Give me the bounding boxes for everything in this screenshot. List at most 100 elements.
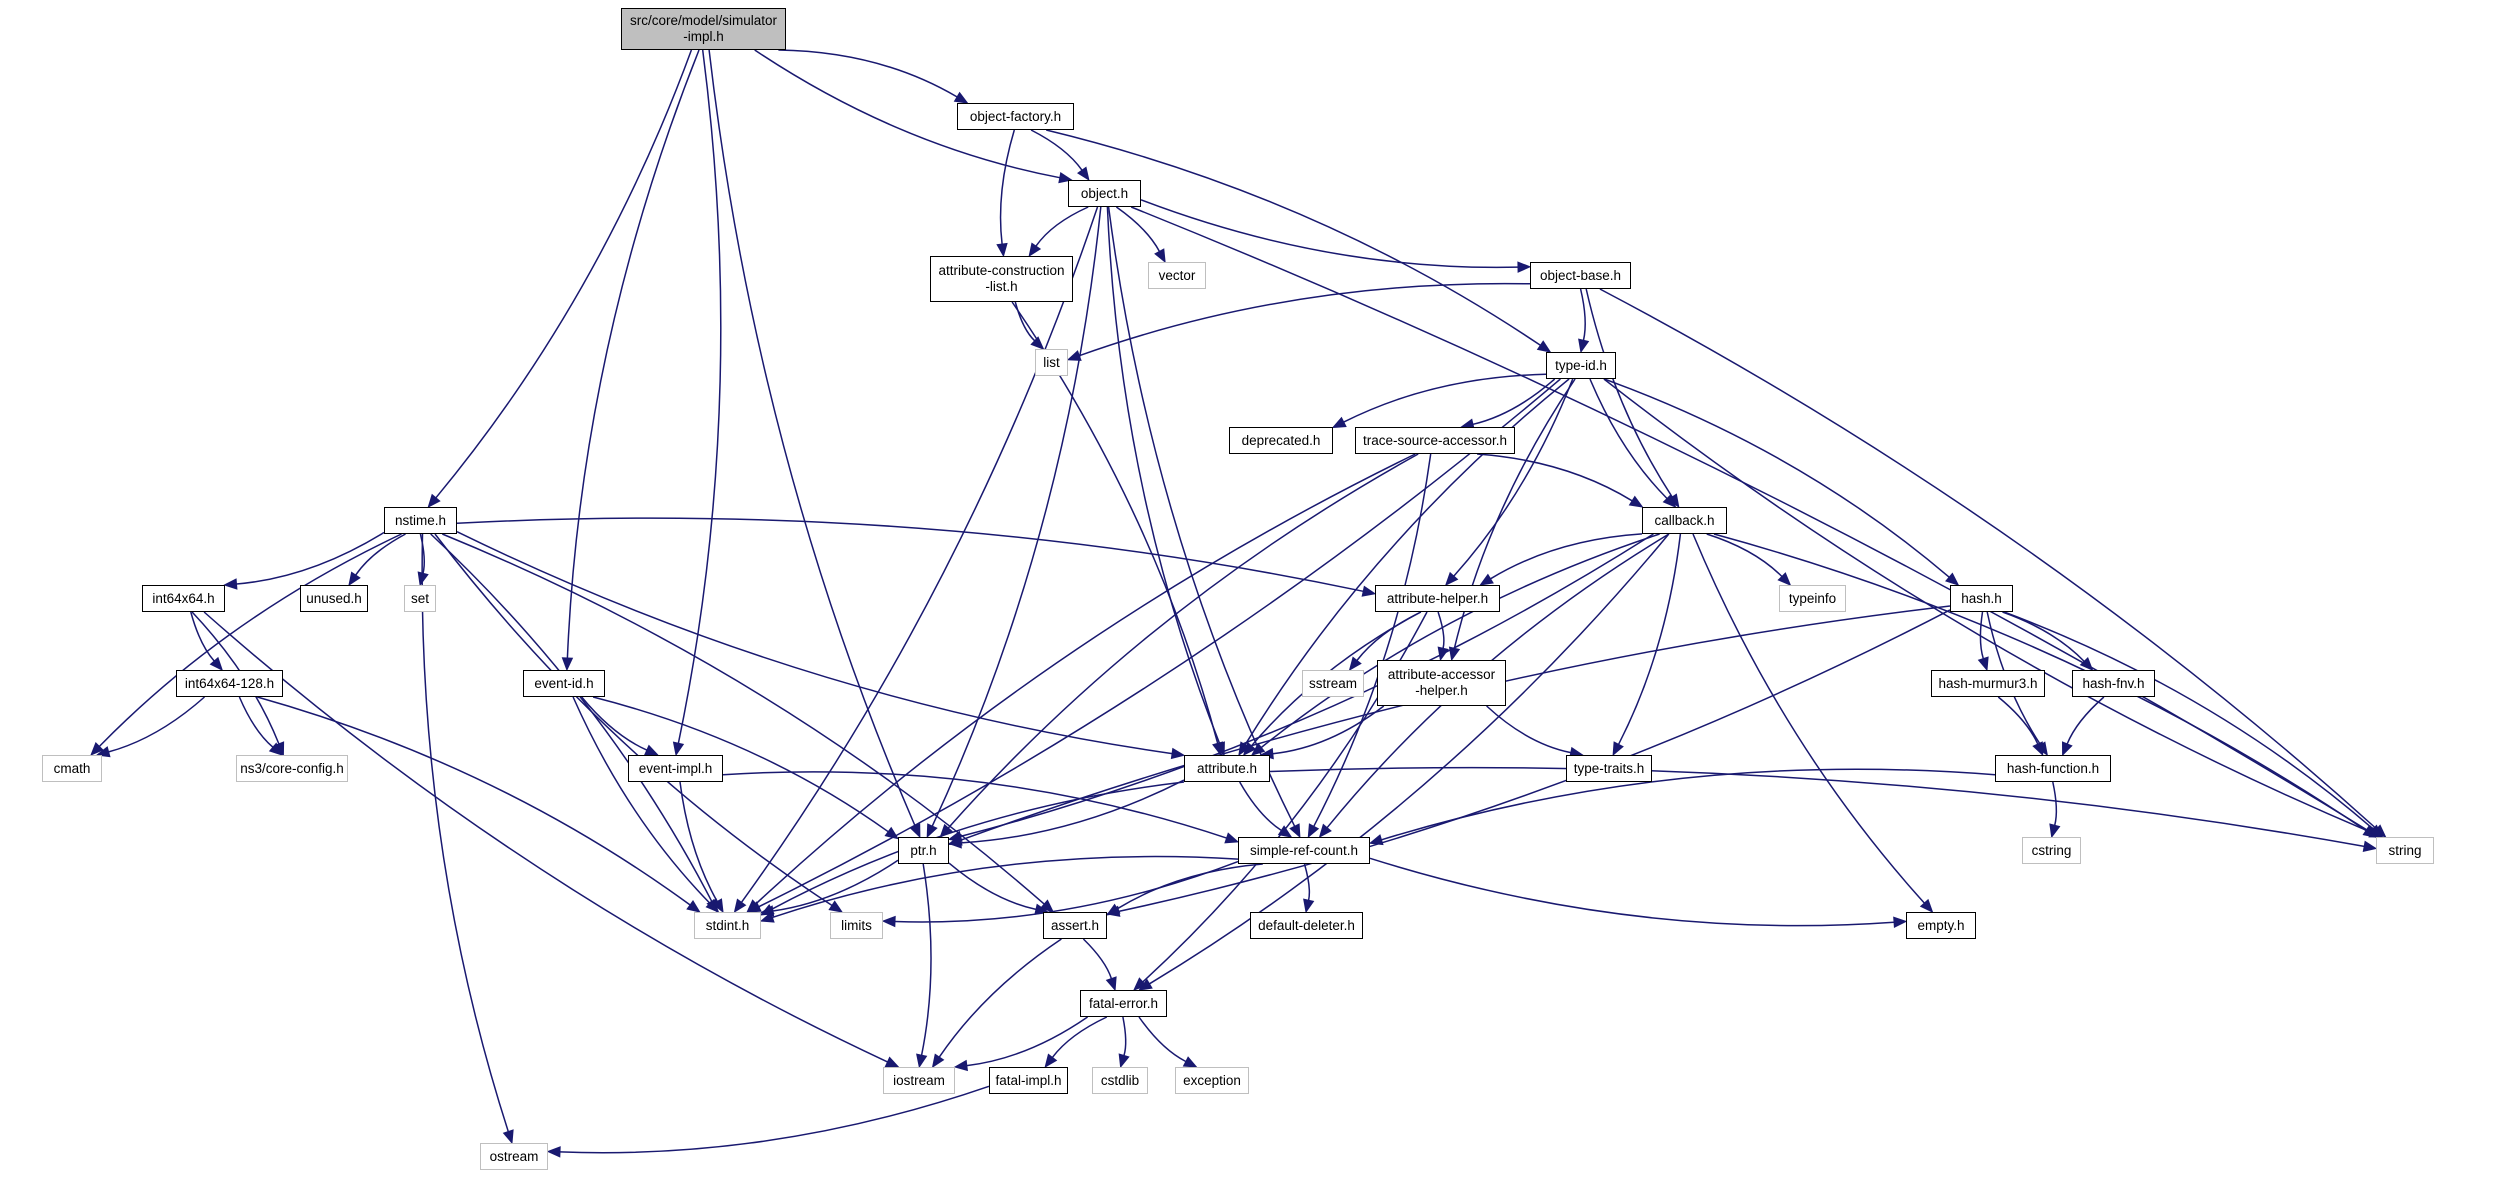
edge-typeid-to-attrhelper xyxy=(1453,378,1574,577)
arrowhead-int64 xyxy=(223,578,238,590)
node-murmur[interactable]: hash-murmur3.h xyxy=(1931,670,2045,697)
node-srefc[interactable]: simple-ref-count.h xyxy=(1238,837,1370,864)
node-fatalimpl[interactable]: fatal-impl.h xyxy=(989,1067,1068,1094)
edge-object-to-stdint xyxy=(740,206,1099,903)
arrowhead-set xyxy=(417,571,429,587)
node-vector: vector xyxy=(1148,262,1206,289)
arrowhead-objfac xyxy=(953,91,969,104)
node-int64[interactable]: int64x64.h xyxy=(142,585,225,612)
node-label: hash-fnv.h xyxy=(2082,675,2145,691)
arrowhead-ptr xyxy=(926,823,938,839)
arrowhead-iostream xyxy=(931,1053,945,1069)
arrowhead-attrhelper xyxy=(1361,585,1377,597)
node-label: string xyxy=(2388,842,2422,858)
node-fnv[interactable]: hash-fnv.h xyxy=(2072,670,2155,697)
node-attracc[interactable]: attribute-accessor -helper.h xyxy=(1377,660,1506,706)
node-label: exception xyxy=(1183,1072,1241,1088)
node-string: string xyxy=(2376,837,2434,864)
node-attrhelper[interactable]: attribute-helper.h xyxy=(1375,585,1500,612)
node-fatalerr[interactable]: fatal-error.h xyxy=(1080,990,1167,1017)
node-label: set xyxy=(410,590,429,606)
arrowhead-nscfg xyxy=(268,742,284,756)
arrowhead-hash xyxy=(1945,572,1960,586)
node-hashfunc[interactable]: hash-function.h xyxy=(1995,755,2111,782)
node-ptr[interactable]: ptr.h xyxy=(898,837,949,864)
node-label: unused.h xyxy=(306,590,362,606)
arrowhead-murmur xyxy=(1977,656,1989,672)
arrowhead-attracc xyxy=(1437,646,1449,662)
edge-objbase-to-list xyxy=(1079,282,1531,357)
arrowhead-eventimpl xyxy=(672,741,685,757)
node-nstime[interactable]: nstime.h xyxy=(384,507,457,534)
arrowhead-ostream xyxy=(502,1129,514,1145)
arrowhead-object xyxy=(1077,166,1090,182)
node-label: stdint.h xyxy=(705,917,750,933)
edge-eventid-to-stdint xyxy=(572,696,711,904)
edge-nstime-to-attrhelper xyxy=(456,517,1364,593)
node-attribute[interactable]: attribute.h xyxy=(1184,755,1270,782)
arrowhead-srefc xyxy=(1318,823,1332,839)
edge-srefc-to-defdel xyxy=(1303,863,1311,901)
arrowhead-fatalerr xyxy=(1105,976,1117,992)
edge-sim-to-nstime xyxy=(435,49,693,499)
node-hash[interactable]: hash.h xyxy=(1950,585,2013,612)
node-objbase[interactable]: object-base.h xyxy=(1530,262,1631,289)
edge-hash-to-string xyxy=(2003,611,2374,830)
node-sim[interactable]: src/core/model/simulator -impl.h xyxy=(621,8,786,50)
arrowhead-iostream xyxy=(916,1053,928,1069)
edge-attracc-to-attribute xyxy=(1272,705,1385,755)
arrowhead-deprecated xyxy=(1331,416,1347,429)
arrowhead-ptr xyxy=(884,826,900,840)
node-label: attribute.h xyxy=(1196,760,1258,776)
node-label: callback.h xyxy=(1654,512,1715,528)
node-empty[interactable]: empty.h xyxy=(1906,912,1976,939)
arrowhead-typeid xyxy=(1536,340,1552,353)
node-unused[interactable]: unused.h xyxy=(300,585,368,612)
edge-typeid-to-string xyxy=(1603,378,2372,833)
edge-typeid-to-deprecated xyxy=(1343,373,1547,423)
edge-callback-to-typeinfo xyxy=(1706,533,1783,578)
arrowhead-typeinfo xyxy=(1777,572,1792,586)
arrowhead-assert xyxy=(1105,903,1121,916)
node-assert[interactable]: assert.h xyxy=(1043,912,1107,939)
edge-object-to-attrcons xyxy=(1035,206,1089,247)
node-typetraits[interactable]: type-traits.h xyxy=(1566,755,1652,782)
arrowhead-attrcons xyxy=(996,242,1008,258)
node-callback[interactable]: callback.h xyxy=(1642,507,1727,534)
edge-srefc-to-empty xyxy=(1369,857,1895,927)
edge-typeid-to-attribute xyxy=(1244,378,1570,746)
node-defdel[interactable]: default-deleter.h xyxy=(1250,912,1363,939)
node-objfac[interactable]: object-factory.h xyxy=(957,103,1074,130)
node-label: cstring xyxy=(2031,842,2072,858)
node-label: deprecated.h xyxy=(1241,432,1321,448)
node-eventimpl[interactable]: event-impl.h xyxy=(628,755,723,782)
edge-nstime-to-int64 xyxy=(236,531,385,585)
node-label: int64x64.h xyxy=(152,590,215,606)
edge-int64-to-int64128 xyxy=(190,611,215,662)
node-typeid[interactable]: type-id.h xyxy=(1546,352,1616,379)
node-int64128[interactable]: int64x64-128.h xyxy=(176,670,283,697)
edge-objfac-to-attrcons xyxy=(999,129,1016,245)
node-trace[interactable]: trace-source-accessor.h xyxy=(1355,427,1515,454)
arrowhead-fatalimpl xyxy=(1044,1053,1058,1069)
edge-int64128-to-cmath xyxy=(108,696,205,753)
arrowhead-stdint xyxy=(733,898,747,914)
arrowhead-stdint xyxy=(711,898,724,914)
edge-attribute-to-string xyxy=(1269,766,2365,848)
edge-objbase-to-typeid xyxy=(1579,288,1586,341)
edge-callback-to-attribute xyxy=(1260,533,1660,749)
edge-hashfunc-to-srefc xyxy=(1381,768,1996,841)
node-deprecated[interactable]: deprecated.h xyxy=(1229,427,1333,454)
arrowhead-eventid xyxy=(561,657,574,672)
arrowhead-srefc xyxy=(1289,823,1301,839)
edge-srefc-to-limits xyxy=(894,860,1239,923)
node-object[interactable]: object.h xyxy=(1068,180,1141,207)
arrowhead-empty xyxy=(1893,916,1908,928)
node-eventid[interactable]: event-id.h xyxy=(523,670,605,697)
arrowhead-list xyxy=(1066,350,1082,361)
node-attrcons[interactable]: attribute-construction -list.h xyxy=(930,256,1073,302)
arrowhead-hashfunc xyxy=(2032,741,2044,757)
node-label: fatal-impl.h xyxy=(995,1072,1062,1088)
arrowhead-hashfunc xyxy=(2061,741,2073,757)
